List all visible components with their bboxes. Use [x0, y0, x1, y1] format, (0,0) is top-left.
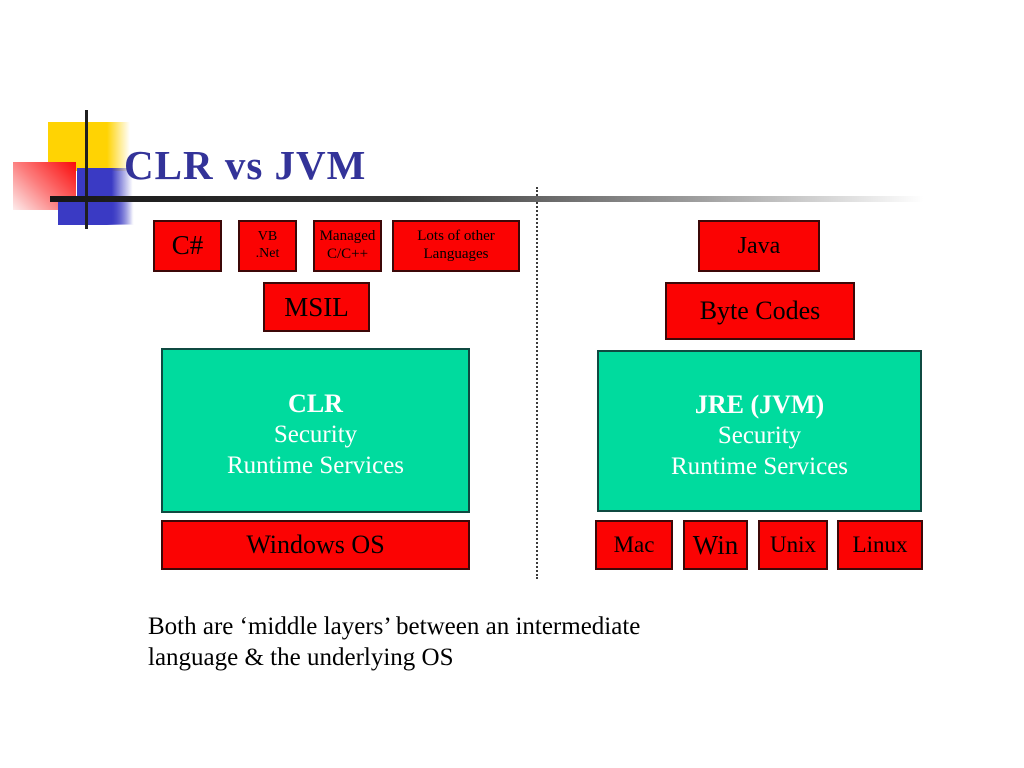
jre-line-runtime-services: Runtime Services: [670, 452, 849, 480]
decoration-cross-vertical-line: [85, 110, 88, 229]
footer-note: Both are ‘middle layers’ between an inte…: [148, 611, 640, 673]
clr-line-runtime-services: Runtime Services: [226, 452, 405, 479]
csharp-box: C#: [153, 220, 222, 272]
windows-os-label: Windows OS: [246, 530, 385, 559]
unix-label: Unix: [770, 532, 816, 557]
clr-box: CLR Security Runtime Services: [161, 348, 470, 513]
csharp-label: C#: [171, 230, 204, 261]
other-languages-box: Lots of other Languages: [392, 220, 520, 272]
jre-box-content: JRE (JVM) Security Runtime Services: [671, 381, 848, 482]
column-divider-dotted-line: [536, 187, 538, 579]
java-label: Java: [737, 232, 781, 259]
byte-codes-label: Byte Codes: [699, 296, 821, 325]
win-label: Win: [692, 529, 739, 560]
linux-box: Linux: [837, 520, 923, 570]
footer-line-1: Both are ‘middle layers’ between an inte…: [148, 613, 641, 640]
page-title: CLR vs JVM: [124, 142, 367, 188]
jre-line-security: Security: [717, 421, 802, 449]
linux-label: Linux: [852, 532, 908, 557]
vbnet-label: VB .Net: [255, 229, 280, 261]
other-languages-label: Lots of other Languages: [417, 228, 495, 262]
jre-jvm-box: JRE (JVM) Security Runtime Services: [597, 350, 922, 512]
win-box: Win: [683, 520, 748, 570]
java-box: Java: [698, 220, 820, 272]
decoration-title-underline: [50, 196, 960, 202]
clr-box-content: CLR Security Runtime Services: [227, 380, 404, 481]
clr-title: CLR: [288, 389, 343, 418]
managed-cpp-label: Managed C/C++: [319, 228, 376, 262]
msil-box: MSIL: [263, 282, 370, 332]
unix-box: Unix: [758, 520, 828, 570]
footer-line-2: language & the underlying OS: [148, 644, 454, 671]
vbnet-box: VB .Net: [238, 220, 297, 272]
byte-codes-box: Byte Codes: [665, 282, 855, 340]
windows-os-box: Windows OS: [161, 520, 470, 570]
clr-line-security: Security: [273, 421, 358, 448]
decoration-blue-square-small: [58, 202, 137, 225]
msil-label: MSIL: [284, 291, 349, 322]
mac-box: Mac: [595, 520, 673, 570]
jre-title: JRE (JVM): [694, 389, 825, 419]
managed-cpp-box: Managed C/C++: [313, 220, 382, 272]
mac-label: Mac: [613, 532, 655, 557]
